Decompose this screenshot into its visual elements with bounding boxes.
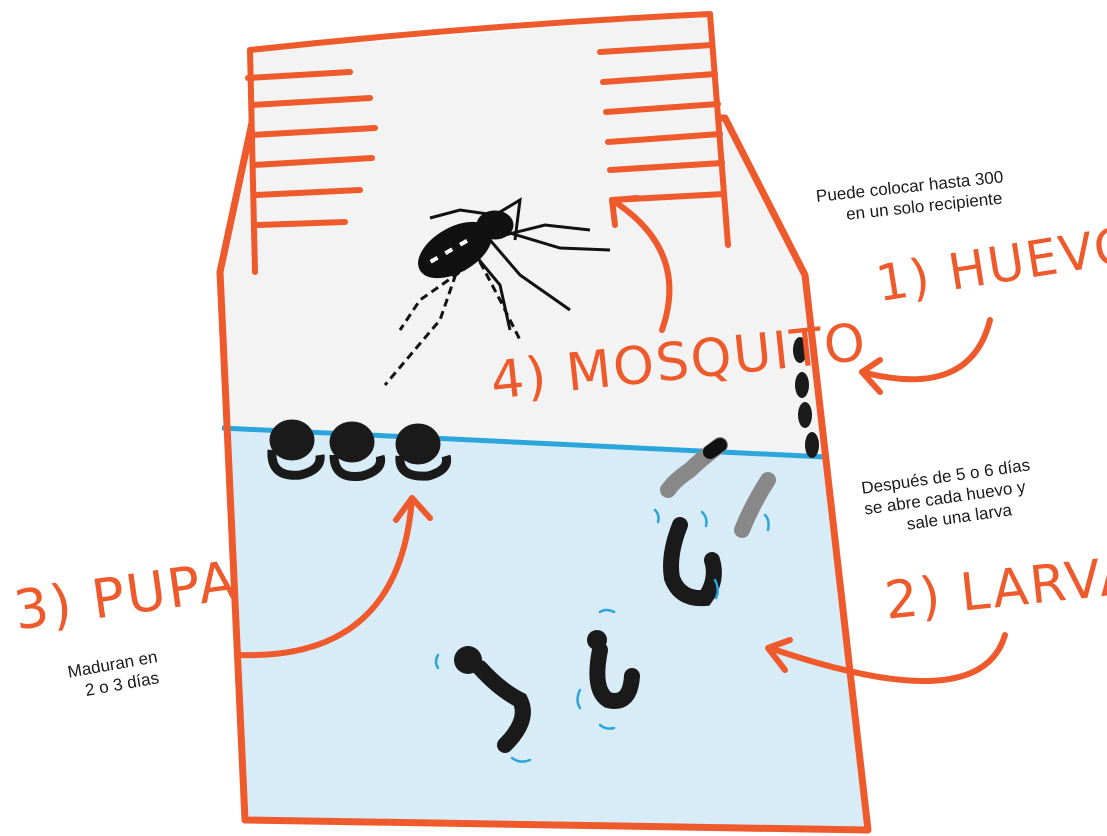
arrow-huevo-icon [862, 320, 990, 379]
water [200, 428, 900, 836]
egg-icon [805, 432, 819, 458]
egg-icon [798, 402, 812, 428]
